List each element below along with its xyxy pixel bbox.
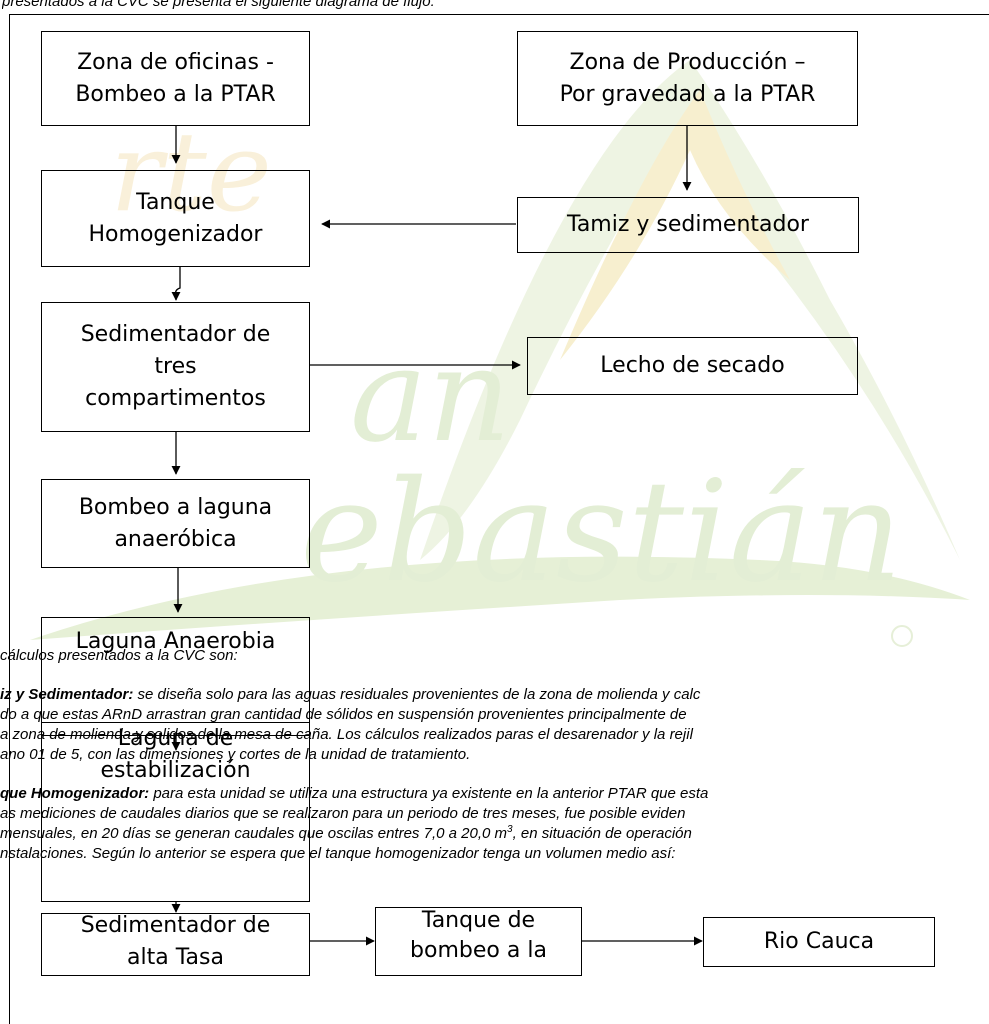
node-lecho-secado: Lecho de secado — [527, 337, 858, 395]
paragraph-homogenizador-line1: que Homogenizador: para esta unidad se u… — [0, 784, 708, 804]
node-laguna-estabilizacion: Laguna de estabilización — [41, 722, 310, 902]
node-sedimentador-alta-tasa: Sedimentador de alta Tasa — [41, 913, 310, 976]
arrow-homogenizador-to-sedimentador — [171, 267, 181, 301]
node-laguna-anaerobia: Laguna Anaerobia — [41, 617, 310, 736]
node-zona-oficinas: Zona de oficinas - Bombeo a la PTAR — [41, 31, 310, 126]
node-zona-produccion: Zona de Producción – Por gravedad a la P… — [517, 31, 858, 126]
paragraph-homogenizador-line3: mensuales, en 20 días se generan caudale… — [0, 824, 692, 844]
text-intro: cálculos presentados a la CVC son: — [0, 647, 238, 664]
paragraph-homogenizador-line2: as mediciones de caudales diarios que se… — [0, 805, 686, 822]
paragraph-homogenizador-text3a: mensuales, en 20 días se generan caudale… — [0, 825, 507, 842]
paragraph-tamiz-text1: se diseña solo para las aguas residuales… — [133, 686, 701, 703]
node-bombeo-laguna-anaerobica: Bombeo a laguna anaeróbica — [41, 479, 310, 568]
node-sedimentador-tres-compartimentos: Sedimentador de tres compartimentos — [41, 302, 310, 432]
node-tamiz-sedimentador: Tamiz y sedimentador — [517, 197, 859, 253]
paragraph-homogenizador-text1: para esta unidad se utiliza una estructu… — [149, 785, 709, 802]
paragraph-tamiz-heading: iz y Sedimentador: — [0, 686, 134, 703]
paragraph-homogenizador-line4: nstalaciones. Según lo anterior se esper… — [0, 845, 676, 862]
top-caption: presentados a la CVC se presenta el sigu… — [2, 0, 435, 10]
paragraph-homogenizador-text3b: , en situación de operación — [512, 825, 692, 842]
frame-top-border — [9, 14, 989, 15]
unit-superscript: 3 — [507, 824, 513, 835]
node-rio-cauca: Rio Cauca — [703, 917, 935, 967]
node-tanque-homogenizador: Tanque Homogenizador — [41, 170, 310, 267]
paragraph-tamiz-line1: iz y Sedimentador: se diseña solo para l… — [0, 685, 700, 705]
paragraph-tamiz-line2: do a que estas ARnD arrastran gran canti… — [0, 706, 687, 723]
paragraph-homogenizador-heading: que Homogenizador: — [0, 785, 150, 802]
node-tanque-bombeo: Tanque de bombeo a la — [375, 907, 582, 976]
paragraph-tamiz-line4: ano 01 de 5, con las dimensiones y corte… — [0, 746, 471, 763]
frame-left-border — [9, 14, 10, 1024]
paragraph-tamiz-line3: a zona de molienda y solidos de la mesa … — [0, 726, 693, 743]
